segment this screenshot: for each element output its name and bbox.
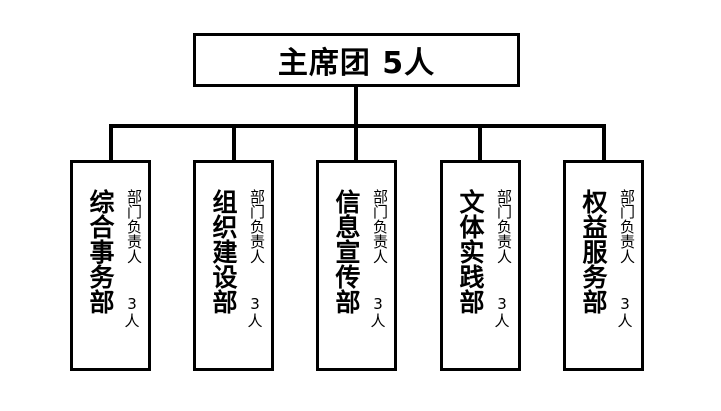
dept-count-number: 3 bbox=[250, 295, 260, 313]
dept-box-culture-sports: 文体实践部 部门负责人 3 人 bbox=[440, 160, 521, 371]
dept-role: 部门负责人 bbox=[371, 189, 389, 264]
dept-count-unit: 人 bbox=[124, 312, 140, 330]
dept-count-unit: 人 bbox=[247, 312, 263, 330]
dept-headcount: 3 人 bbox=[490, 296, 514, 330]
dept-name: 综合事务部 bbox=[86, 189, 115, 314]
dept-count-number: 3 bbox=[620, 295, 630, 313]
dept-role: 部门负责人 bbox=[495, 189, 513, 264]
presidium-box: 主席团 5人 bbox=[193, 33, 520, 87]
dept-box-rights-service: 权益服务部 部门负责人 3 人 bbox=[563, 160, 644, 371]
dept-name: 权益服务部 bbox=[579, 189, 608, 314]
dept-count-number: 3 bbox=[373, 295, 383, 313]
dept-name: 信息宣传部 bbox=[332, 189, 361, 314]
dept-headcount: 3 人 bbox=[366, 296, 390, 330]
dept-role: 部门负责人 bbox=[618, 189, 636, 264]
dept-count-number: 3 bbox=[127, 295, 137, 313]
dept-headcount: 3 人 bbox=[243, 296, 267, 330]
dept-count-number: 3 bbox=[497, 295, 507, 313]
dept-name: 文体实践部 bbox=[456, 189, 485, 314]
dept-count-unit: 人 bbox=[494, 312, 510, 330]
dept-box-information: 信息宣传部 部门负责人 3 人 bbox=[316, 160, 397, 371]
dept-count-unit: 人 bbox=[617, 312, 633, 330]
dept-role: 部门负责人 bbox=[125, 189, 143, 264]
dept-box-general-affairs: 综合事务部 部门负责人 3 人 bbox=[70, 160, 151, 371]
dept-headcount: 3 人 bbox=[613, 296, 637, 330]
dept-headcount: 3 人 bbox=[120, 296, 144, 330]
dept-box-organization: 组织建设部 部门负责人 3 人 bbox=[193, 160, 274, 371]
dept-count-unit: 人 bbox=[370, 312, 386, 330]
dept-name: 组织建设部 bbox=[209, 189, 238, 314]
dept-role: 部门负责人 bbox=[248, 189, 266, 264]
presidium-label: 主席团 5人 bbox=[277, 46, 436, 81]
